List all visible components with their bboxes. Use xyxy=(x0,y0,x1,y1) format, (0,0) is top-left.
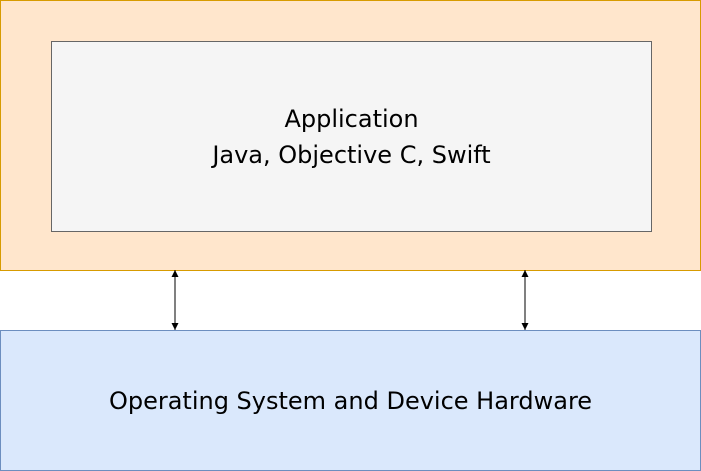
application-title: Application xyxy=(284,104,419,133)
application-languages: Java, Objective C, Swift xyxy=(212,140,491,169)
os-hardware-layer-box: Operating System and Device Hardware xyxy=(0,330,701,471)
application-layer-box: Application Java, Objective C, Swift xyxy=(51,41,652,232)
application-container: Application Java, Objective C, Swift xyxy=(0,0,701,271)
os-hardware-label: Operating System and Device Hardware xyxy=(108,386,593,415)
